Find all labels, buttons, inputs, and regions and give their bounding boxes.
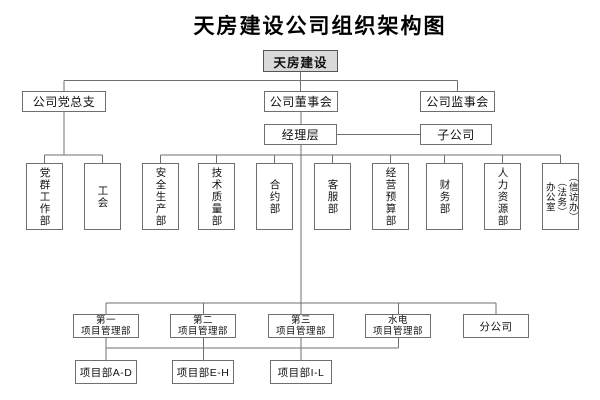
org-node-root: 天房建设 xyxy=(263,50,338,72)
org-node-customer-service-dept: 客服部 xyxy=(314,163,351,230)
org-node-operating-budget-dept: 经营预算部 xyxy=(372,163,409,230)
org-node-contract-dept: 合约部 xyxy=(256,163,293,230)
org-node-hr-dept: 人力资源部 xyxy=(484,163,521,230)
org-node-labor-union: 工会 xyxy=(84,163,121,230)
org-node-tech-quality-dept: 技术质量部 xyxy=(198,163,235,230)
org-node-project-unit-i-l: 项目部I-L xyxy=(270,360,332,384)
org-node-supervisory-board: 公司监事会 xyxy=(420,91,495,112)
org-node-project-unit-e-h: 项目部E-H xyxy=(172,360,234,384)
org-node-party-branch: 公司党总支 xyxy=(22,91,106,112)
org-node-office-legal-petition: 办公室 （法务） （信访办） xyxy=(542,163,579,230)
org-node-management-layer: 经理层 xyxy=(264,124,337,145)
org-node-finance-dept: 财务部 xyxy=(426,163,463,230)
org-node-safety-production-dept: 安全生产部 xyxy=(142,163,179,230)
org-node-project-mgmt-dept-1: 第一 项目管理部 xyxy=(73,314,139,338)
org-node-branch-company: 分公司 xyxy=(463,314,529,338)
org-node-party-work-dept: 党群工作部 xyxy=(26,163,63,230)
org-node-board: 公司董事会 xyxy=(264,91,338,112)
org-node-project-mgmt-dept-3: 第三 项目管理部 xyxy=(268,314,334,338)
org-node-project-mgmt-dept-2: 第二 项目管理部 xyxy=(170,314,236,338)
page-title: 天房建设公司组织架构图 xyxy=(193,15,447,38)
org-node-project-unit-a-d: 项目部A-D xyxy=(75,360,137,384)
org-node-subsidiary: 子公司 xyxy=(420,124,492,145)
org-node-hydropower-project-mgmt-dept: 水电 项目管理部 xyxy=(365,314,431,338)
